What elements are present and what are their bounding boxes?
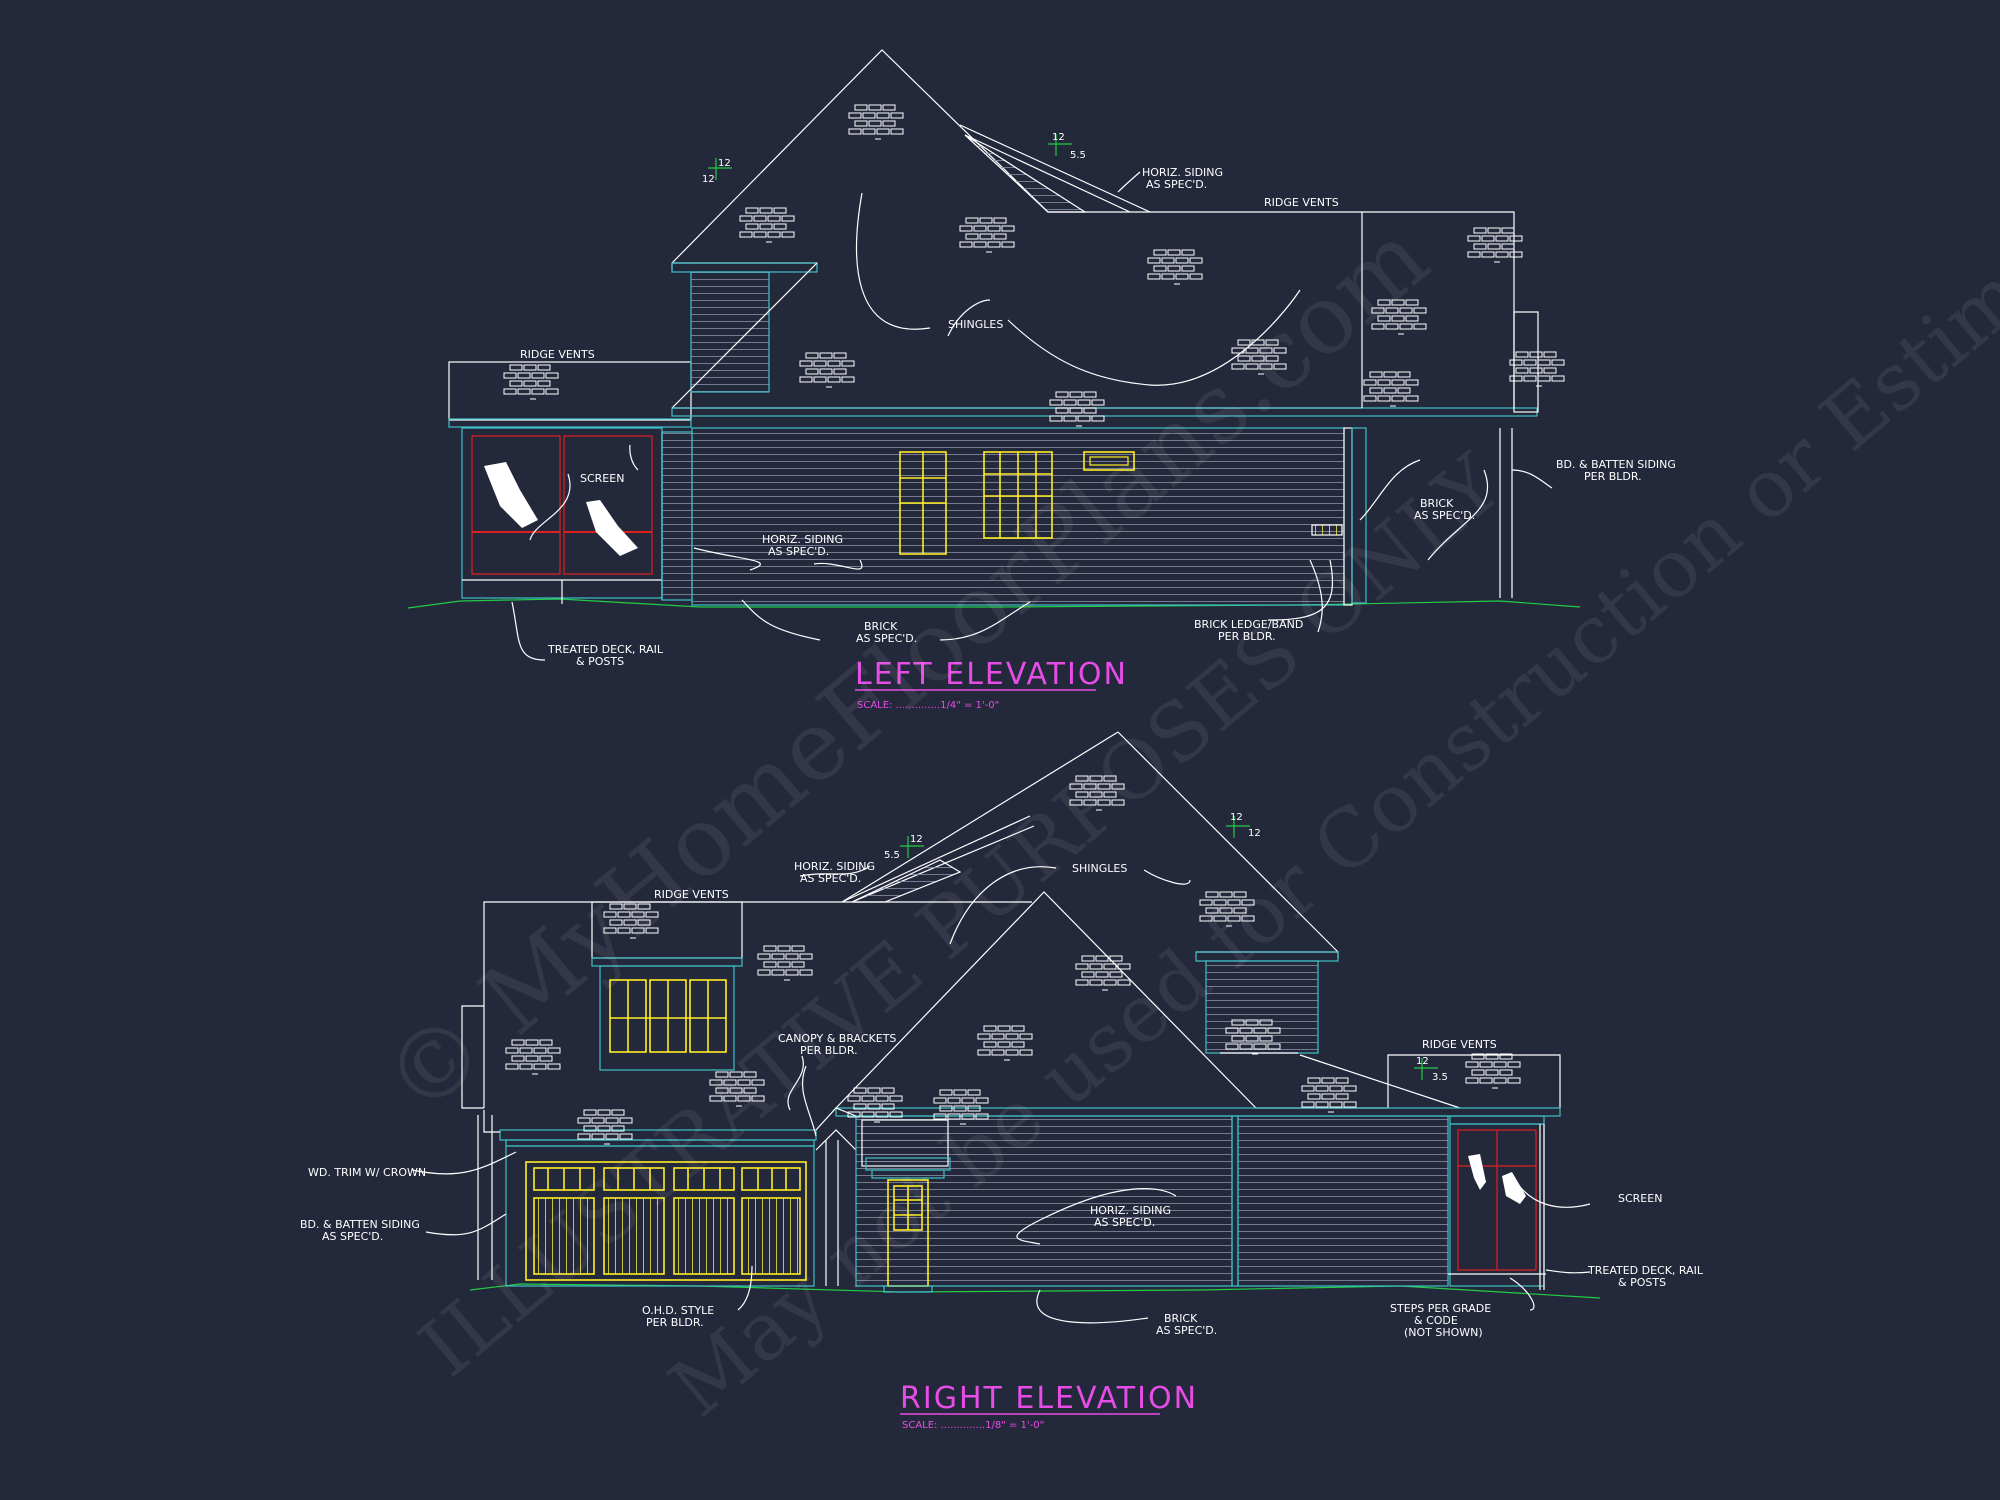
upper-siding-wall	[690, 271, 770, 393]
label-brick: AS SPEC'D.	[1156, 1324, 1217, 1337]
pitch-run: 12	[1248, 828, 1261, 839]
left-elevation-scale: SCALE: ..............1/4" = 1'-0"	[857, 700, 999, 711]
label-horiz-siding: AS SPEC'D.	[1146, 178, 1207, 191]
front-gable	[835, 891, 1257, 1109]
label-horiz-siding: HORIZ. SIDING	[1090, 1204, 1171, 1217]
left-elevation-labels: RIDGE VENTS RIDGE VENTS HORIZ. SIDING AS…	[520, 132, 1676, 711]
label-treated-deck: TREATED DECK, RAIL	[547, 643, 664, 656]
label-canopy: CANOPY & BRACKETS	[778, 1032, 896, 1045]
label-brick: BRICK	[1164, 1312, 1198, 1325]
label-brick: AS SPEC'D.	[1414, 509, 1475, 522]
label-bd-batten: PER BLDR.	[1584, 470, 1642, 483]
window-double-hung-2	[983, 451, 1053, 539]
label-treated-deck: & POSTS	[576, 655, 624, 668]
label-brick-ledge: BRICK LEDGE/BAND	[1194, 618, 1303, 631]
right-elevation	[411, 731, 1601, 1324]
label-bd-batten: AS SPEC'D.	[322, 1230, 383, 1243]
porch-roof	[448, 361, 692, 421]
label-ohd-style: PER BLDR.	[646, 1316, 704, 1329]
left-elevation	[407, 49, 1581, 661]
pitch-run: 12	[702, 174, 715, 185]
garage-wall	[505, 1145, 815, 1287]
right-elevation-labels: HORIZ. SIDING AS SPEC'D. RIDGE VENTS SHI…	[300, 812, 1704, 1431]
ground-line	[407, 598, 1581, 609]
garage-doors	[525, 1161, 807, 1281]
label-horiz-siding: AS SPEC'D.	[1094, 1216, 1155, 1229]
label-treated-deck: TREATED DECK, RAIL	[1587, 1264, 1704, 1277]
label-shingles: SHINGLES	[948, 318, 1003, 331]
dormer-windows	[609, 979, 727, 1053]
label-steps: (NOT SHOWN)	[1404, 1326, 1483, 1339]
label-ohd-style: O.H.D. STYLE	[642, 1304, 714, 1317]
label-bd-batten: BD. & BATTEN SIDING	[300, 1218, 420, 1231]
pitch-rise: 12	[718, 158, 731, 169]
right-elevation-title: RIGHT ELEVATION	[900, 1381, 1198, 1416]
label-screen: SCREEN	[1618, 1192, 1662, 1205]
label-ridge-vents: RIDGE VENTS	[1264, 196, 1339, 209]
pitch-run: 3.5	[1432, 1072, 1448, 1083]
label-brick: BRICK	[1420, 497, 1454, 510]
label-brick: BRICK	[864, 620, 898, 633]
label-shingles: SHINGLES	[1072, 862, 1127, 875]
label-steps: STEPS PER GRADE	[1390, 1302, 1491, 1315]
label-brick: AS SPEC'D.	[856, 632, 917, 645]
screened-porch-left	[461, 427, 663, 599]
label-bd-batten: BD. & BATTEN SIDING	[1556, 458, 1676, 471]
pitch-rise: 12	[910, 834, 923, 845]
pitch-rise: 12	[1052, 132, 1065, 143]
label-ridge-vents: RIDGE VENTS	[520, 348, 595, 361]
label-brick-ledge: PER BLDR.	[1218, 630, 1276, 643]
label-horiz-siding: HORIZ. SIDING	[762, 533, 843, 546]
right-elevation-scale: SCALE: ..............1/8" = 1'-0"	[902, 1420, 1044, 1431]
label-ridge-vents: RIDGE VENTS	[654, 888, 729, 901]
window-double-hung-1	[899, 451, 947, 555]
transom-window	[1083, 451, 1135, 471]
label-steps: & CODE	[1414, 1314, 1458, 1327]
label-wd-trim: WD. TRIM W/ CROWN	[308, 1166, 426, 1179]
label-horiz-siding: AS SPEC'D.	[800, 872, 861, 885]
label-screen: SCREEN	[580, 472, 624, 485]
label-horiz-siding: HORIZ. SIDING	[794, 860, 875, 873]
main-gable	[671, 49, 1362, 264]
label-ridge-vents: RIDGE VENTS	[1422, 1038, 1497, 1051]
label-horiz-siding: AS SPEC'D.	[768, 545, 829, 558]
pitch-run: 5.5	[1070, 150, 1086, 161]
pitch-rise: 12	[1230, 812, 1243, 823]
label-horiz-siding: HORIZ. SIDING	[1142, 166, 1223, 179]
pitch-rise: 12	[1416, 1056, 1429, 1067]
pitch-run: 5.5	[884, 850, 900, 861]
left-elevation-title: LEFT ELEVATION	[855, 657, 1128, 692]
label-treated-deck: & POSTS	[1618, 1276, 1666, 1289]
label-canopy: PER BLDR.	[800, 1044, 858, 1057]
